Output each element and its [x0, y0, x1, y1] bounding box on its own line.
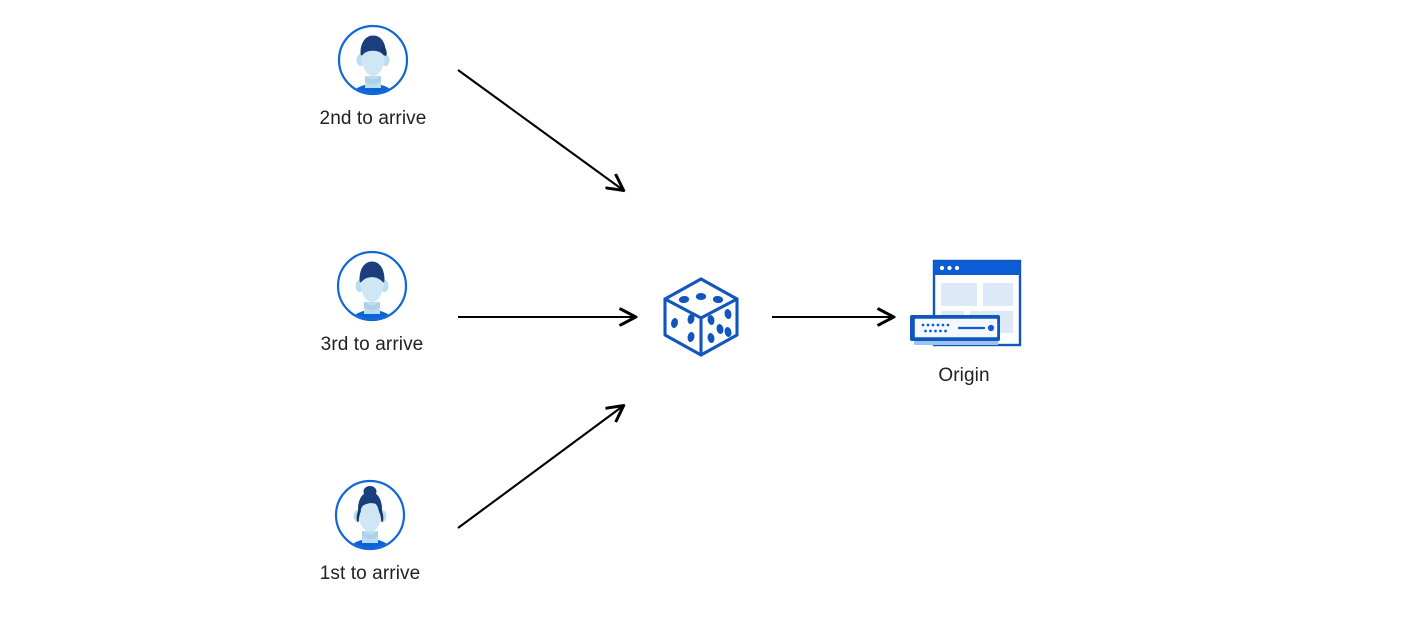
origin-server-icon [904, 255, 1024, 353]
node-label-user-3rd: 3rd to arrive [320, 334, 424, 355]
node-user-1st[interactable]: 1st to arrive [297, 479, 443, 587]
arrow-2nd-to-dice [457, 69, 623, 190]
node-label-user-2nd: 2nd to arrive [319, 108, 427, 129]
user-avatar-male-icon [336, 250, 408, 322]
node-user-3rd[interactable]: 3rd to arrive [299, 250, 445, 358]
node-user-2nd[interactable]: 2nd to arrive [300, 24, 446, 132]
node-label-user-1st: 1st to arrive [319, 563, 421, 584]
user-avatar-male-icon [337, 24, 409, 96]
node-origin[interactable]: Origin [904, 255, 1024, 389]
node-randomizer[interactable] [658, 272, 744, 368]
user-avatar-female-icon [334, 479, 406, 551]
arrow-1st-to-dice [457, 406, 623, 529]
dice-icon [658, 272, 744, 358]
server-device-icon [910, 315, 1000, 345]
node-label-origin: Origin [938, 365, 990, 386]
